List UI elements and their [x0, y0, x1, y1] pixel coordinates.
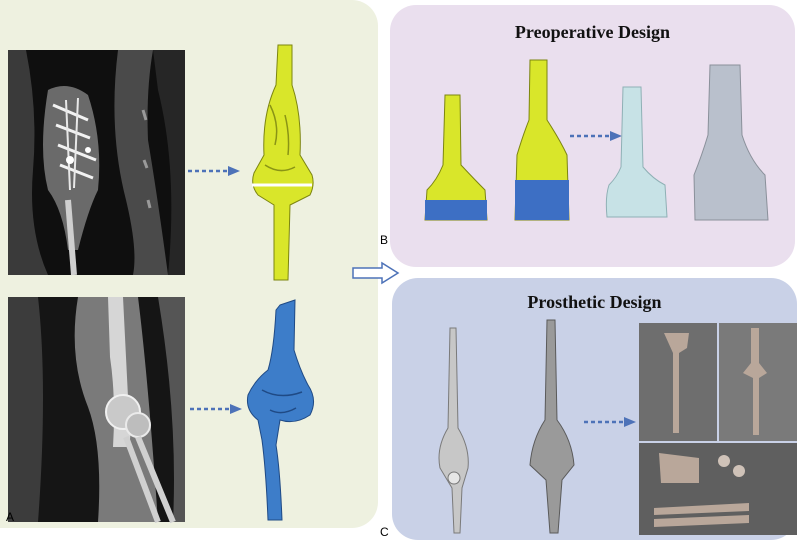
panel-c-title: Prosthetic Design	[527, 292, 662, 312]
prosthesis-photo-grid	[639, 323, 797, 535]
printed-model-small	[605, 86, 668, 218]
prosthesis-design-front	[529, 319, 575, 534]
arrow-right-icon	[190, 404, 242, 414]
panel-b: Preoperative Design B	[380, 5, 795, 267]
panel-b-title: Preoperative Design	[514, 22, 671, 42]
yellow-model-large	[514, 59, 570, 221]
panel-c: Prosthetic Design C	[380, 278, 797, 540]
xray-image-bottom	[8, 297, 185, 524]
yellow-3d-model	[252, 44, 314, 281]
printed-model-large	[693, 64, 769, 221]
prosthesis-design-side	[438, 327, 469, 534]
outline-arrow-right-icon	[352, 261, 400, 285]
panel-label-a: A	[6, 510, 15, 524]
blue-3d-model	[247, 299, 314, 521]
arrow-right-icon	[584, 417, 636, 427]
yellow-model-small	[424, 94, 488, 221]
arrow-right-icon	[570, 131, 622, 141]
panel-label-c: C	[380, 525, 389, 539]
panel-a: A	[0, 0, 378, 528]
panel-label-b: B	[380, 233, 389, 247]
ct-scan-image-top	[8, 50, 185, 276]
arrow-right-icon	[188, 166, 240, 176]
